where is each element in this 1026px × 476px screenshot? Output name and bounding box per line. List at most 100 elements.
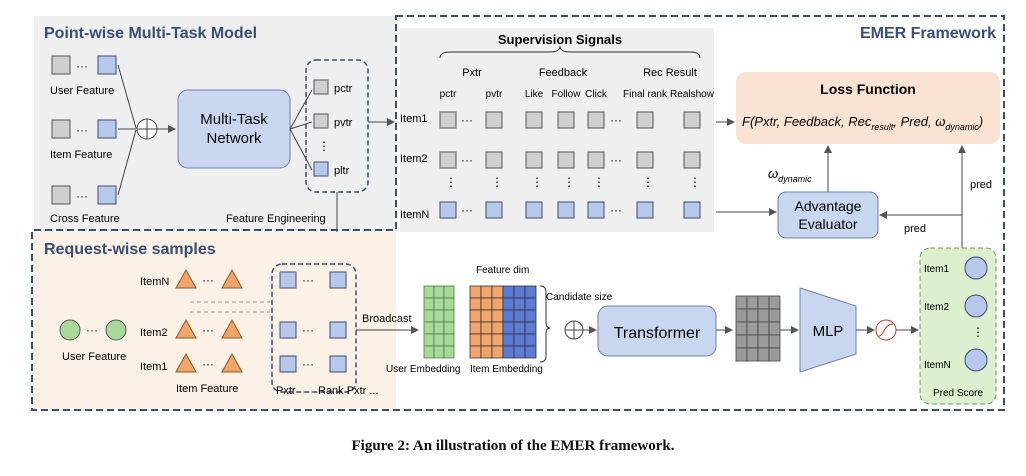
transformer-output-cell [735, 334, 748, 349]
row-dots: ··· [461, 203, 473, 217]
supervision-cell [485, 151, 503, 169]
transformer-output-cell [768, 308, 781, 323]
item-embedding-cell [524, 321, 537, 335]
multi-task-network [177, 89, 291, 169]
item-embedding-cell [513, 297, 526, 311]
transformer-output-cell [746, 321, 759, 336]
pxtr-square [279, 271, 297, 289]
item-embedding-cell [524, 345, 537, 359]
row-itemn: ItemN [400, 209, 429, 221]
loss-function-box [736, 72, 1000, 144]
omega-dynamic-label: ωdynamic [768, 166, 812, 184]
group-pxtr: Pxtr [462, 67, 482, 79]
user-embedding-cell [433, 309, 445, 323]
item-embedding-cell [513, 333, 526, 347]
item-feature-triangle [175, 268, 197, 289]
feature-engineering-label: Feature Engineering [226, 213, 326, 225]
group-feedback: Feedback [539, 67, 588, 79]
sigmoid-icon [875, 319, 897, 341]
transformer-output-cell [757, 295, 770, 310]
pred-itemn: ItemN [924, 360, 951, 371]
row-item1: Item1 [400, 113, 428, 125]
col-vdots: ⋮ [593, 175, 605, 189]
row-dots: ··· [610, 113, 622, 127]
user-feature-circle-1 [59, 319, 81, 341]
user-feature-circle-2 [105, 319, 127, 341]
figure-caption: Figure 2: An illustration of the EMER fr… [351, 438, 675, 454]
col-realshow: Realshow [670, 89, 715, 100]
svg-text:···: ··· [76, 59, 88, 73]
col-vdots: ⋮ [563, 175, 575, 189]
col-click: Click [585, 89, 608, 100]
transformer-output-cell [746, 308, 759, 323]
transformer-output-cell [735, 347, 748, 362]
user-embedding-cell [443, 333, 455, 347]
request-pxtr-label: Pxtr [276, 385, 296, 397]
transformer-output-cell [735, 295, 748, 310]
col-vdots: ⋮ [689, 175, 701, 189]
transformer-output-cell [757, 308, 770, 323]
advantage-label-1: Advantage [795, 198, 862, 214]
col-like: Like [525, 89, 544, 100]
supervision-cell [683, 201, 701, 219]
item-embedding-cell [469, 333, 482, 347]
item-feature-triangle [175, 352, 197, 373]
svg-text:···: ··· [76, 189, 88, 203]
user-feature-vector: ··· [51, 55, 117, 75]
request-title: Request-wise samples [44, 241, 216, 258]
item-embedding-cell [502, 345, 515, 359]
user-embedding-cell [443, 321, 455, 335]
feature-merge-lines [117, 64, 137, 196]
user-embedding-cell [423, 345, 435, 359]
item-embedding-cell [491, 297, 504, 311]
item-embedding-cell [502, 333, 515, 347]
transformer-label: Transformer [614, 325, 701, 342]
item-embedding-cell [469, 309, 482, 323]
advantage-label-2: Evaluator [798, 216, 857, 232]
col-vdots: ⋮ [491, 175, 503, 189]
user-embedding-cell [423, 285, 435, 299]
user-embedding-cell [433, 297, 445, 311]
pxtr-square [279, 321, 297, 339]
item-feature-triangles: ········· [175, 268, 243, 373]
user-embedding-cell [443, 309, 455, 323]
user-embedding-cell [433, 333, 445, 347]
user-embedding-label: User Embedding [386, 364, 460, 375]
pxtr-square [329, 321, 347, 339]
item-embedding-matrix [469, 285, 537, 359]
supervision-cell [557, 151, 575, 169]
supervision-cell [439, 201, 457, 219]
pxtr-rank-group [271, 263, 357, 393]
pxtr-squares: ········· [279, 271, 347, 373]
svg-text:···: ··· [86, 323, 98, 337]
col-vdots: ⋮ [531, 175, 543, 189]
item-feature-triangle [175, 318, 197, 339]
mlp-block [799, 287, 857, 373]
item-feature-triangle [221, 318, 243, 339]
request-panel [34, 232, 396, 408]
triangle-dots: ··· [202, 357, 214, 371]
col-vdots: ⋮ [642, 175, 654, 189]
row-dots: ··· [461, 153, 473, 167]
triangle-dots: ··· [202, 273, 214, 287]
user-embedding-cell [423, 333, 435, 347]
item-embedding-cell [524, 309, 537, 323]
item-embedding-cell [513, 309, 526, 323]
row-item2: Item2 [400, 153, 428, 165]
pred-label-upper: pred [970, 179, 992, 191]
supervision-cell [587, 201, 605, 219]
item-embedding-cell [513, 321, 526, 335]
feature-dim-label: Feature dim [476, 265, 529, 276]
supervision-cell [636, 151, 654, 169]
supervision-cell [557, 201, 575, 219]
item-embedding-cell [502, 297, 515, 311]
item-feature-triangle [221, 352, 243, 373]
supervision-cell [485, 201, 503, 219]
request-user-feature: User Feature [62, 351, 126, 363]
transformer-output-cell [768, 347, 781, 362]
item-embedding-cell [491, 321, 504, 335]
transformer-output-matrix [735, 295, 781, 362]
supervision-cell [525, 201, 543, 219]
svg-text:···: ··· [76, 123, 88, 137]
item-embedding-cell [469, 297, 482, 311]
